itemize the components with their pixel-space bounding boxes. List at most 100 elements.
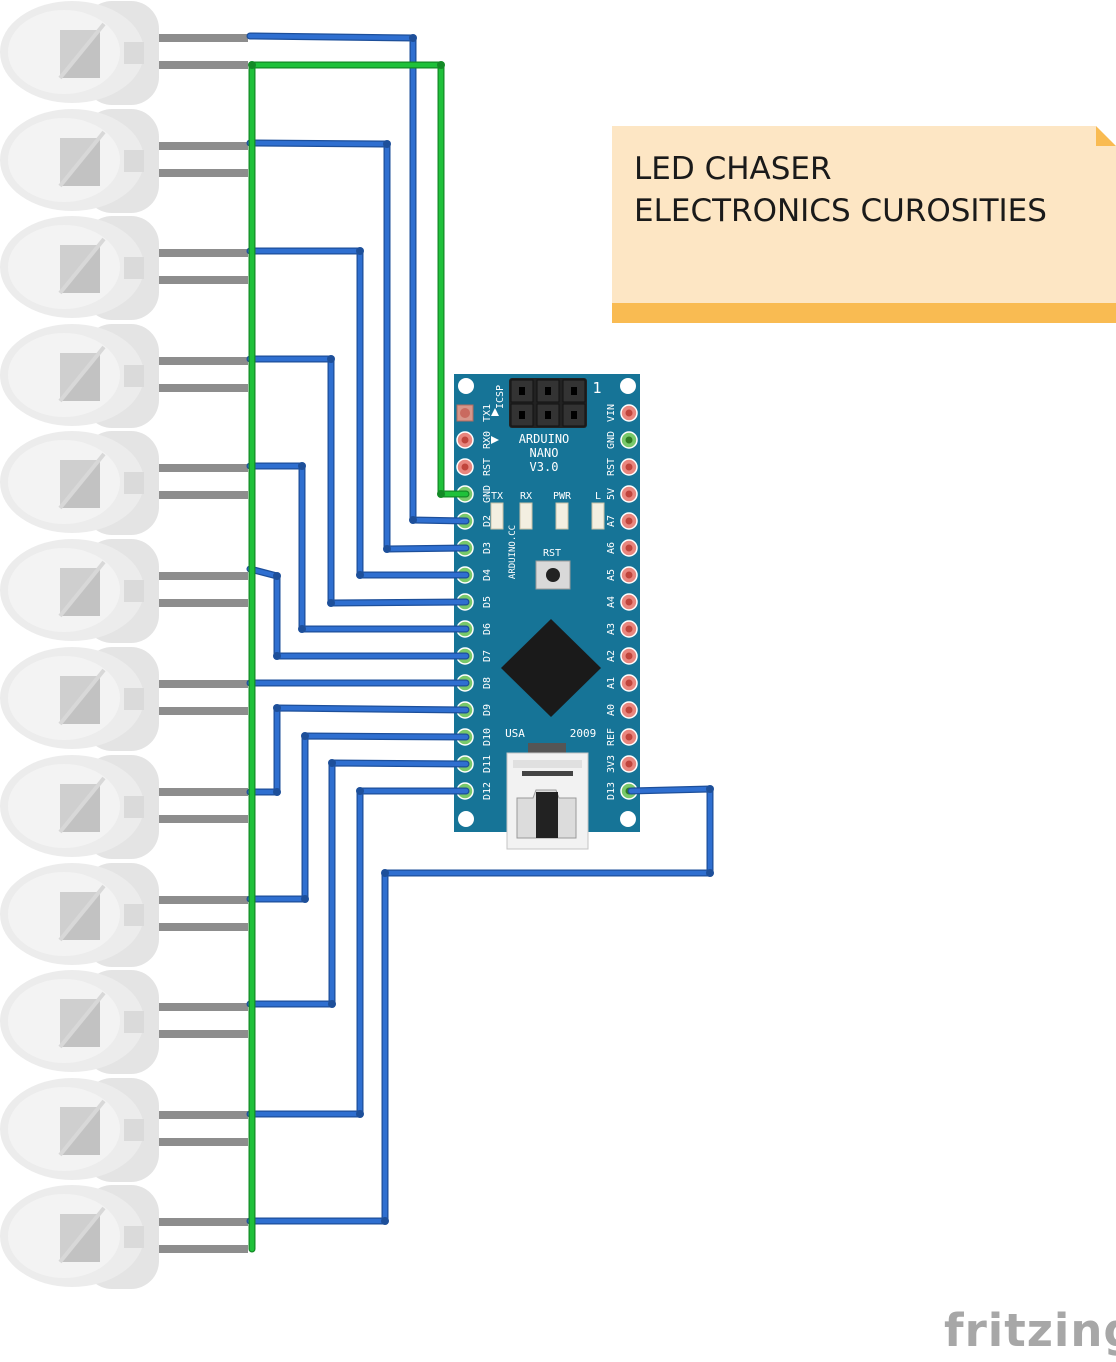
pin-r-a0-label: A0 (606, 704, 617, 716)
led-9 (0, 863, 248, 967)
wire-led6-d7-bend (273, 572, 281, 580)
board-name-line1: ARDUINO (519, 432, 570, 446)
sticky-note[interactable]: LED CHASER ELECTRONICS CUROSITIES (612, 126, 1116, 323)
led-10 (0, 970, 248, 1074)
led-anvil (58, 884, 106, 942)
led-11 (0, 1078, 248, 1182)
wire-led5-d6-bend (298, 462, 306, 470)
wire-led3-d4[interactable] (247, 248, 469, 578)
led-post (124, 472, 144, 494)
led-leg-cathode (150, 599, 248, 607)
wire-led2-d3-bend (383, 545, 391, 553)
usb-connector (506, 743, 589, 850)
note-text: LED CHASER ELECTRONICS CUROSITIES (634, 148, 1047, 232)
wire-led8-d9[interactable] (247, 705, 469, 795)
led-post (124, 1011, 144, 1033)
led-leg-anode (150, 680, 248, 688)
wire-led12-d13-bend (706, 785, 714, 793)
pin-r-3v3-label: 3V3 (606, 755, 617, 773)
led-label-l: L (595, 491, 601, 502)
pin-r-d13-label: D13 (606, 782, 617, 800)
pin-r-a5-hole (625, 571, 633, 579)
rst-button-label: RST (543, 548, 561, 559)
pin-r-vin-label: VIN (606, 404, 617, 422)
pin-r-a1-hole (625, 679, 633, 687)
wire-led2-d3-bend (383, 140, 391, 148)
wire-led10-d11[interactable] (247, 760, 469, 1007)
pin-r-rst-hole (625, 463, 633, 471)
led-post (124, 688, 144, 710)
wire-led11-d12-bend (356, 1110, 364, 1118)
led-anvil (58, 991, 106, 1049)
pin-d7-label: D7 (482, 650, 493, 662)
pin-r-a2-hole (625, 652, 633, 660)
pin-d3-label: D3 (482, 542, 493, 554)
led-5 (0, 431, 248, 535)
pin-r-vin-hole (625, 409, 633, 417)
wire-ground-bus-bend (248, 61, 256, 69)
wire-led5-d6-bend (298, 625, 306, 633)
wire-led12-d13-bend (706, 869, 714, 877)
pin-rst-hole (461, 463, 469, 471)
led-leg-cathode (150, 923, 248, 931)
led-leg-anode (150, 1111, 248, 1119)
led-anvil (58, 237, 106, 295)
wire-led11-d12-bend (356, 787, 364, 795)
led-anvil (58, 668, 106, 726)
wire-led8-d9-bend (273, 788, 281, 796)
pin-d12-label: D12 (482, 782, 493, 800)
pin-r-a6-hole (625, 544, 633, 552)
led-label-tx: TX (491, 491, 503, 502)
wire-led12-d13[interactable] (247, 786, 713, 1224)
wire-led2-d3[interactable] (247, 140, 469, 552)
led-array (0, 1, 248, 1289)
pin-d8-label: D8 (482, 677, 493, 689)
board-name-line3: V3.0 (530, 460, 559, 474)
wire-led11-d12[interactable] (247, 788, 469, 1117)
wires (246, 32, 714, 1253)
rx-arrow-icon (491, 436, 499, 444)
pin-tx1-label: TX1 (482, 404, 493, 422)
wire-led12-d13-bend (381, 869, 389, 877)
led-leg-cathode (150, 1030, 248, 1038)
led-post (124, 796, 144, 818)
wire-led8-d9-outline (246, 704, 470, 796)
mount-hole (458, 378, 474, 394)
pin-d11-label: D11 (482, 755, 493, 773)
pin-r-a7-hole (625, 517, 633, 525)
pin-r-a4-hole (625, 598, 633, 606)
pin-d5-label: D5 (482, 596, 493, 608)
wire-led12-d13-bend (381, 1217, 389, 1225)
wire-led10-d11-bend (328, 1000, 336, 1008)
led-leg-anode (150, 572, 248, 580)
led-leg-anode (150, 357, 248, 365)
reset-button-cap (546, 568, 560, 582)
wire-led1-d2-bend (409, 516, 417, 524)
fritzing-logo: fritzing (944, 1304, 1116, 1357)
wire-led9-d10-bend (301, 732, 309, 740)
led-leg-cathode (150, 1138, 248, 1146)
wire-led5-d6[interactable] (247, 463, 469, 632)
led-post (124, 42, 144, 64)
led-post (124, 150, 144, 172)
pin-tx1-pad (460, 408, 470, 418)
led-anvil (58, 776, 106, 834)
pin-rx0-hole (461, 436, 469, 444)
wire-led4-d5-bend (327, 355, 335, 363)
pin-gnd-label: GND (482, 485, 493, 503)
note-bar (612, 303, 1116, 323)
usa-label: USA (505, 727, 525, 740)
wire-led4-d5[interactable] (247, 356, 469, 606)
board-name-line2: NANO (530, 446, 559, 460)
led-post (124, 1119, 144, 1141)
led-12 (0, 1185, 248, 1289)
arduino-nano-board: ICSP 1 ARDUINO NANO V3.0 ARDUINO.CC TX R… (454, 374, 640, 850)
led-leg-anode (150, 34, 248, 42)
wire-led9-d10[interactable] (247, 733, 469, 902)
wire-led6-d7[interactable] (247, 566, 469, 659)
tx-arrow-icon (491, 408, 499, 416)
year-label: 2009 (570, 727, 597, 740)
wire-led4-d5-bend (327, 599, 335, 607)
wire-led1-d2[interactable] (247, 33, 469, 524)
pin-d10-label: D10 (482, 728, 493, 746)
